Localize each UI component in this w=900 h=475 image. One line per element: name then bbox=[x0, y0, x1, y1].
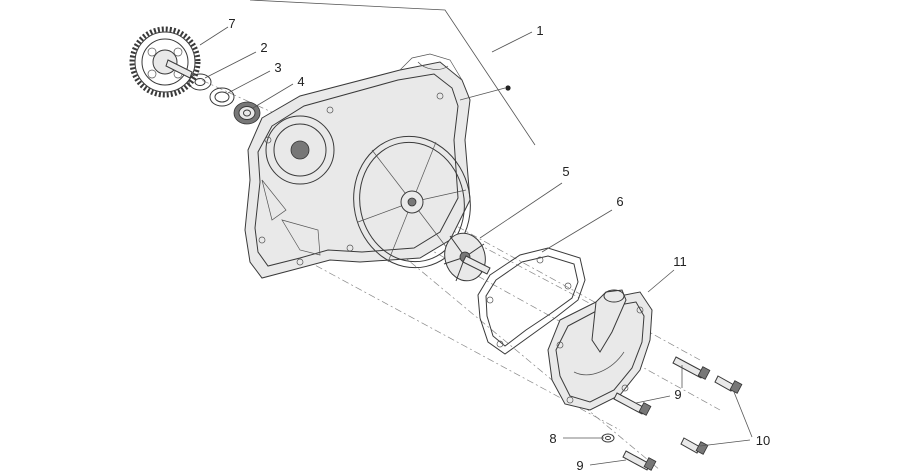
crankcase-cover bbox=[244, 53, 471, 279]
ring bbox=[209, 87, 235, 107]
callout-6: 6 bbox=[616, 194, 623, 209]
bearing bbox=[233, 101, 261, 125]
bolt-middle bbox=[613, 392, 652, 416]
callout-9-middle: 9 bbox=[674, 387, 681, 402]
water-pump-cover bbox=[547, 289, 653, 411]
callouts: 1 2 3 4 5 6 7 8 9 9 10 11 bbox=[228, 16, 770, 473]
callout-5: 5 bbox=[562, 164, 569, 179]
bolt-right-upper bbox=[714, 375, 743, 394]
bolt-upper bbox=[672, 356, 711, 380]
callout-1: 1 bbox=[536, 23, 543, 38]
callout-9-lower: 9 bbox=[576, 458, 583, 473]
callout-2: 2 bbox=[260, 40, 267, 55]
bolt-right-lower bbox=[680, 437, 709, 455]
gear-with-shaft bbox=[129, 26, 201, 98]
callout-7: 7 bbox=[228, 16, 235, 31]
impeller bbox=[443, 232, 491, 282]
reference-dot bbox=[505, 85, 511, 91]
washer bbox=[188, 73, 212, 91]
callout-4: 4 bbox=[297, 74, 304, 89]
leader-lines bbox=[199, 0, 753, 466]
bolt-lower bbox=[622, 450, 657, 471]
callout-8: 8 bbox=[549, 431, 556, 446]
callout-10: 10 bbox=[756, 433, 770, 448]
callout-3: 3 bbox=[274, 60, 281, 75]
callout-11: 11 bbox=[673, 254, 687, 269]
